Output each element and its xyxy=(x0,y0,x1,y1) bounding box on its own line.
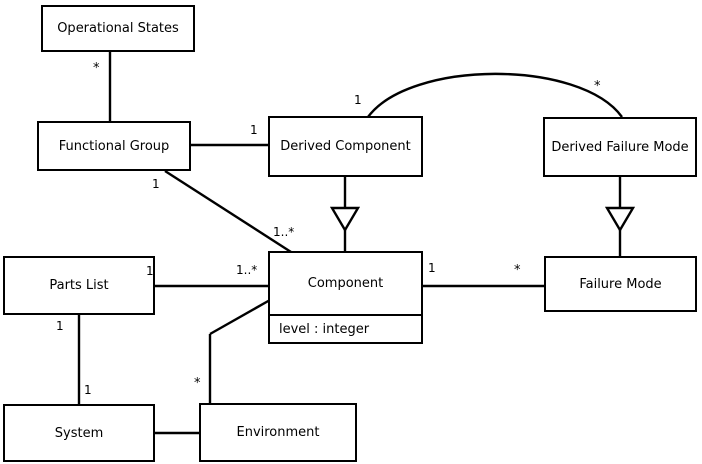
class-name-functional-group: Functional Group xyxy=(58,138,170,154)
multiplicity-environment-component: * xyxy=(194,376,201,391)
multiplicity-component-functional-group: 1..* xyxy=(273,225,295,239)
multiplicity-failure-mode-component: * xyxy=(514,263,521,278)
class-box-parts-list[interactable]: Parts List xyxy=(3,256,155,315)
class-name-operational-states: Operational States xyxy=(57,21,179,36)
multiplicity-parts-list-system-bottom: 1 xyxy=(84,383,92,397)
class-box-component[interactable]: Component level : integer xyxy=(268,251,423,344)
multiplicity-derived-component-arc: 1 xyxy=(354,93,362,107)
generalization-arrowhead-failure-mode xyxy=(604,206,636,233)
class-box-operational-states[interactable]: Operational States xyxy=(41,5,195,52)
class-box-environment[interactable]: Environment xyxy=(199,403,357,462)
class-name-derived-component: Derived Component xyxy=(280,139,411,154)
class-attribute-component-level: level : integer xyxy=(270,314,421,342)
class-name-parts-list: Parts List xyxy=(49,278,109,293)
class-box-derived-component[interactable]: Derived Component xyxy=(268,116,423,177)
multiplicity-operational-states-functional-group: * xyxy=(93,61,100,76)
multiplicity-parts-list-component-right: 1..* xyxy=(236,263,258,277)
multiplicity-functional-group-derived-component: 1 xyxy=(250,123,258,137)
multiplicity-derived-failure-mode-arc: * xyxy=(594,79,601,94)
class-box-failure-mode[interactable]: Failure Mode xyxy=(544,256,697,312)
connector-functional-group-component xyxy=(164,169,292,254)
class-name-component: Component xyxy=(307,276,384,291)
class-name-failure-mode: Failure Mode xyxy=(579,276,662,292)
class-name-derived-failure-mode: Derived Failure Mode xyxy=(551,139,689,155)
multiplicity-parts-list-system-top: 1 xyxy=(56,319,64,333)
class-box-system[interactable]: System xyxy=(3,404,155,462)
multiplicity-parts-list-component-left: 1 xyxy=(146,264,154,278)
class-box-functional-group[interactable]: Functional Group xyxy=(37,121,191,171)
connector-environment-component-diagonal xyxy=(209,298,271,336)
connector-derived-component-derived-failure-mode-arc xyxy=(367,72,623,118)
class-box-derived-failure-mode[interactable]: Derived Failure Mode xyxy=(543,117,697,177)
multiplicity-component-failure-mode: 1 xyxy=(428,261,436,275)
multiplicity-functional-group-component: 1 xyxy=(152,177,160,191)
class-name-environment: Environment xyxy=(236,425,320,440)
generalization-arrowhead-component xyxy=(329,206,361,233)
class-name-system: System xyxy=(54,425,104,441)
